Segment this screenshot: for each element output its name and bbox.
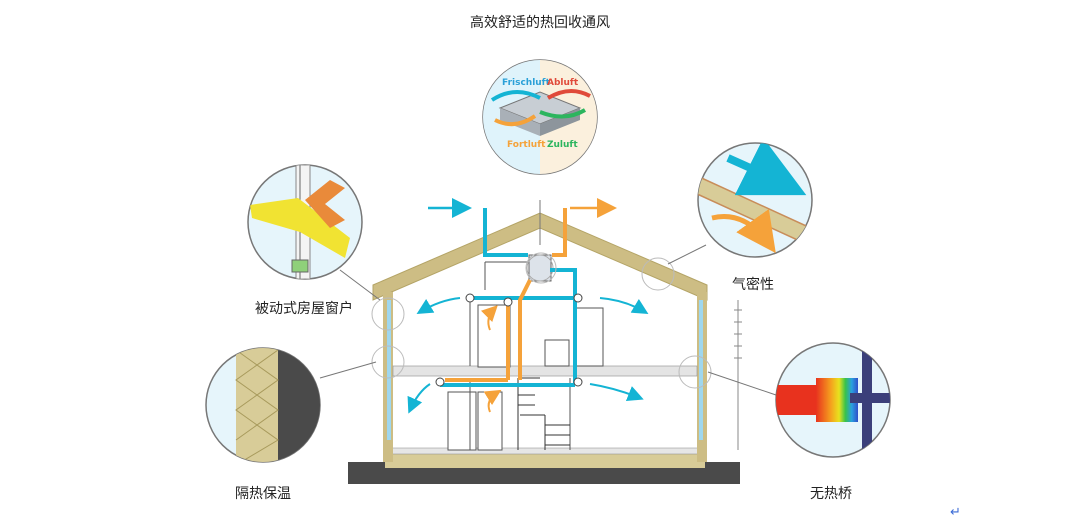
insulation-detail-circle <box>205 347 321 463</box>
zuluft-label: Zuluft <box>547 140 578 150</box>
thermal-bridge-detail-circle <box>775 342 891 458</box>
floor-slab <box>392 365 698 377</box>
no-thermal-bridge-label: 无热桥 <box>810 486 852 502</box>
airtightness-label: 气密性 <box>732 277 774 293</box>
frischluft-label: Frischluft <box>502 78 550 88</box>
staircase <box>517 377 570 450</box>
window-detail-circle <box>247 164 363 280</box>
foundation-insulation <box>385 450 705 468</box>
insulation-label: 隔热保温 <box>235 486 291 502</box>
return-icon: ↵ <box>950 505 961 520</box>
abluft-label: Abluft <box>547 78 579 88</box>
airtightness-detail-circle <box>697 142 813 258</box>
fortluft-label: Fortluft <box>507 140 546 150</box>
diagram-title: 高效舒适的热回收通风 <box>470 15 610 31</box>
exhaust-air-ducts <box>445 208 567 382</box>
passive-window-label: 被动式房屋窗户 <box>255 301 353 317</box>
